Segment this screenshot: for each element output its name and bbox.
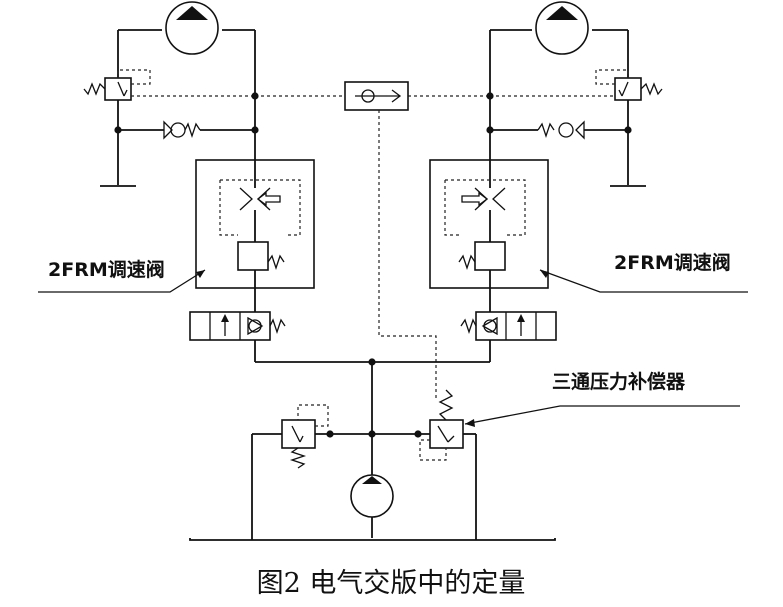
figure-caption: 图2 电气交版中的定量 bbox=[257, 568, 526, 599]
right-valve-label: 2FRM调速阀 bbox=[614, 251, 731, 274]
compensator-label: 三通压力补偿器 bbox=[552, 370, 686, 393]
right-hydraulic-motor bbox=[490, 1, 628, 55]
right-relief-valve bbox=[490, 69, 663, 101]
tank-reservoir bbox=[189, 433, 556, 541]
label-leader-lines bbox=[38, 269, 748, 427]
left-hydraulic-motor bbox=[118, 1, 255, 55]
right-check-valve bbox=[490, 120, 628, 140]
left-directional-valve bbox=[189, 311, 286, 341]
system-relief-valve bbox=[281, 404, 329, 469]
left-valve-label: 2FRM调速阀 bbox=[48, 258, 165, 281]
left-flow-control-valve bbox=[195, 159, 315, 289]
right-directional-valve bbox=[460, 311, 557, 341]
left-relief-valve bbox=[83, 69, 255, 101]
junction-dots bbox=[114, 92, 632, 438]
hydraulic-pump bbox=[350, 474, 394, 538]
right-flow-control-valve bbox=[429, 159, 549, 289]
pressure-compensator bbox=[419, 389, 464, 461]
left-check-valve bbox=[118, 120, 255, 140]
shuttle-valve bbox=[255, 81, 490, 400]
